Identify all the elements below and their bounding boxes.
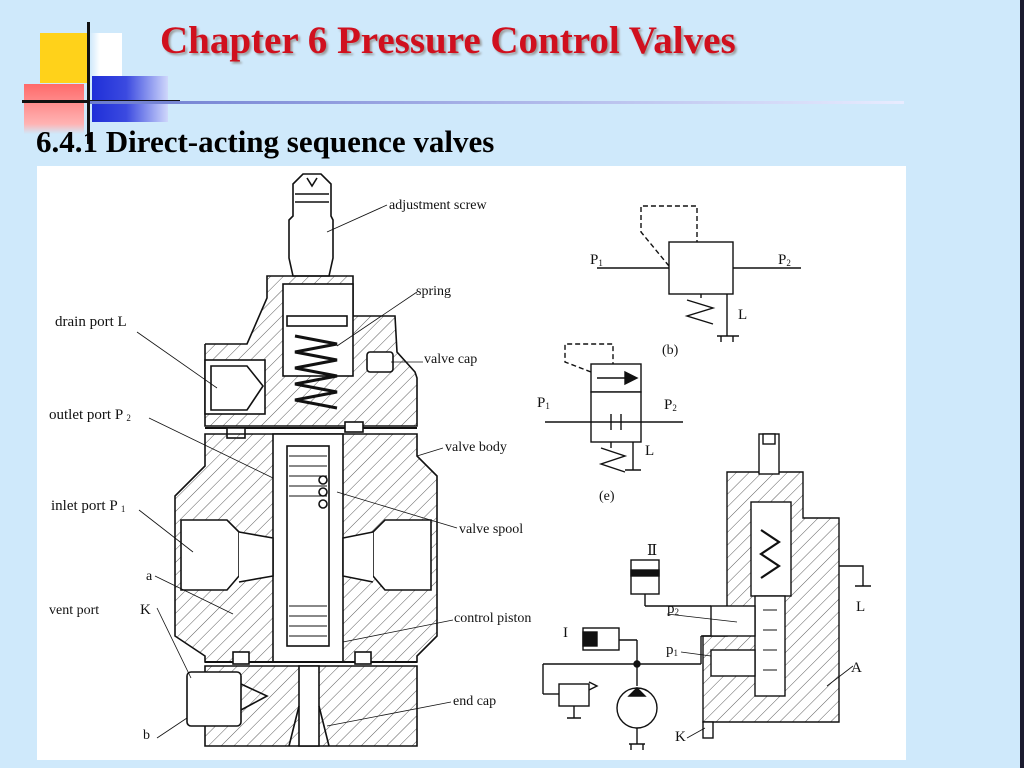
label-circuit-K: K <box>675 729 686 745</box>
label-adjustment-screw: adjustment screw <box>389 198 487 213</box>
label-a: a <box>146 569 153 584</box>
label-b-P2: P2 <box>778 252 791 268</box>
label-vent-port: vent port <box>49 603 100 618</box>
label-p2: p2 <box>667 601 679 617</box>
label-K-left: K <box>140 602 151 618</box>
label-spring: spring <box>416 284 451 299</box>
slide-title: Chapter 6 Pressure Control Valves <box>160 19 736 62</box>
label-cylinder-II: Ⅱ <box>647 543 658 559</box>
label-control-piston: control piston <box>454 611 532 626</box>
label-p1: p1 <box>666 642 678 658</box>
label-b-P1: P1 <box>590 252 603 268</box>
caption-b: (b) <box>662 343 679 358</box>
symbol-b <box>597 205 801 342</box>
symbol-e <box>545 343 683 473</box>
slide-edge <box>1020 0 1024 768</box>
label-valve-spool: valve spool <box>459 522 524 537</box>
sectional-view <box>136 173 458 747</box>
caption-e: (e) <box>599 489 615 504</box>
section-heading: 6.4.1 Direct-acting sequence valves <box>36 124 495 159</box>
label-end-cap: end cap <box>453 694 497 709</box>
label-circuit-A: A <box>851 660 862 676</box>
diagram-panel: adjustment screw spring drain port L val… <box>37 166 906 760</box>
decor-vertical-line <box>87 22 90 144</box>
label-e-P1: P1 <box>537 395 550 411</box>
label-e-L: L <box>645 443 655 459</box>
decor-red-square <box>24 84 84 134</box>
label-outlet-port: outlet port P 2 <box>49 407 131 423</box>
label-circuit-L: L <box>856 599 866 615</box>
label-valve-cap: valve cap <box>424 352 478 367</box>
title-underline <box>90 101 904 104</box>
decor-blue-square <box>92 76 168 122</box>
decor-white-square <box>40 33 122 83</box>
label-valve-body: valve body <box>445 440 507 455</box>
label-drain-port: drain port L <box>55 314 127 330</box>
diagram-drawing <box>136 173 871 750</box>
circuit-diagram <box>542 433 871 750</box>
label-e-P2: P2 <box>664 397 677 413</box>
label-cylinder-I: I <box>563 625 568 641</box>
label-b: b <box>143 728 150 743</box>
label-inlet-port: inlet port P 1 <box>51 498 126 514</box>
label-b-L: L <box>738 307 748 323</box>
